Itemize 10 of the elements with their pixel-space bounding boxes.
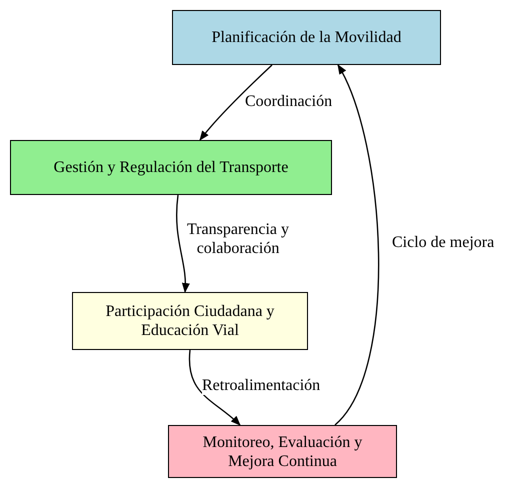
edge-label: Ciclo de mejora [392,233,494,252]
edge-label: Retroalimentación [202,376,320,395]
process-box: Gestión y Regulación del Transporte [10,140,332,195]
process-box: Planificación de la Movilidad [172,10,441,65]
arrow [176,194,190,293]
arrow [188,350,241,426]
arrow [334,64,380,426]
process-box: Participación Ciudadana y Educación Vial [72,292,308,350]
arrow [199,64,272,141]
process-box: Monitoreo, Evaluación y Mejora Continua [168,425,397,478]
